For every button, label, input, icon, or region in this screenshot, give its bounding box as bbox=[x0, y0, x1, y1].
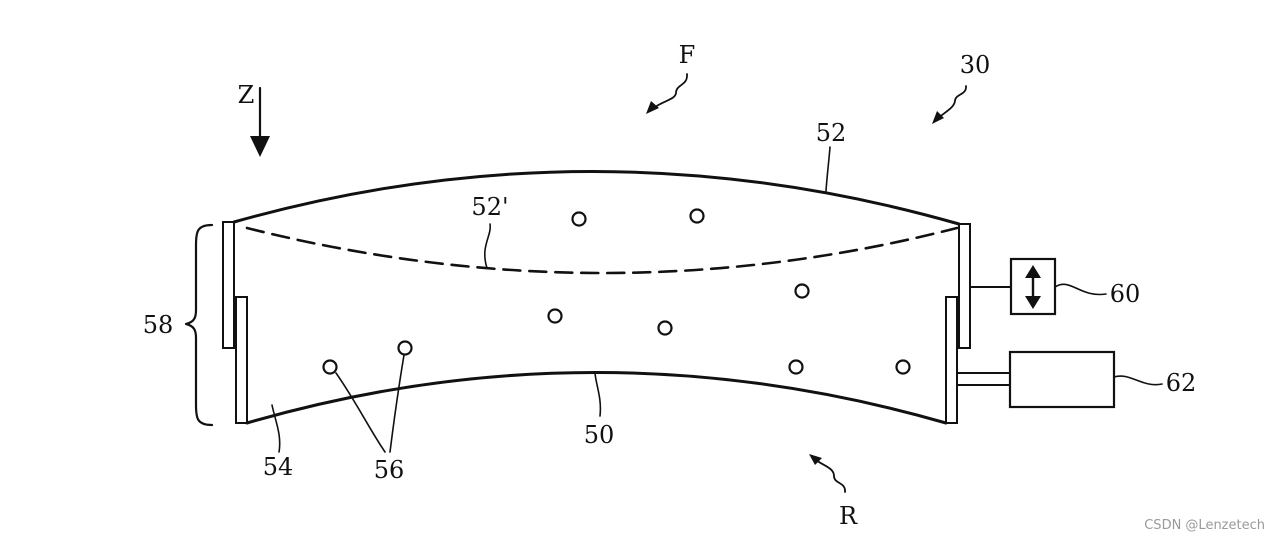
brace-58 bbox=[184, 223, 214, 427]
particle bbox=[571, 211, 587, 227]
label-62: 62 bbox=[1166, 369, 1197, 397]
front-reference-arrow bbox=[646, 73, 688, 114]
particle bbox=[397, 340, 413, 356]
leader-56a bbox=[335, 372, 386, 453]
label-30: 30 bbox=[960, 51, 991, 79]
leader-52 bbox=[825, 146, 831, 192]
top-wall-52 bbox=[232, 170, 961, 226]
right-end-plates bbox=[945, 223, 971, 424]
leader-60 bbox=[1054, 283, 1107, 296]
device-62 bbox=[956, 350, 1116, 409]
actuator-60 bbox=[969, 257, 1057, 316]
label-z: Z bbox=[238, 81, 255, 109]
particles bbox=[322, 208, 911, 375]
z-direction-arrow bbox=[250, 86, 270, 157]
label-54: 54 bbox=[263, 453, 294, 481]
particle bbox=[788, 359, 804, 375]
leader-lines bbox=[271, 146, 1163, 453]
leader-54 bbox=[271, 404, 281, 453]
particle bbox=[657, 320, 673, 336]
left-end-plates bbox=[222, 221, 248, 424]
leader-50 bbox=[594, 372, 602, 417]
label-58: 58 bbox=[143, 311, 174, 339]
leader-62 bbox=[1113, 375, 1163, 386]
dashed-wall-52-prime bbox=[245, 226, 959, 275]
label-50: 50 bbox=[584, 421, 615, 449]
leader-56b bbox=[389, 354, 405, 453]
label-52: 52 bbox=[816, 119, 847, 147]
reference-30-arrow bbox=[932, 85, 967, 124]
watermark: CSDN @Lenzetech bbox=[1144, 518, 1265, 533]
particle bbox=[895, 359, 911, 375]
particle bbox=[794, 283, 810, 299]
label-60: 60 bbox=[1110, 280, 1141, 308]
particle bbox=[322, 359, 338, 375]
label-56: 56 bbox=[374, 456, 405, 484]
label-f: F bbox=[679, 41, 696, 69]
particle bbox=[547, 308, 563, 324]
leader-52-prime bbox=[483, 223, 491, 269]
label-r: R bbox=[839, 502, 858, 530]
label-52-prime: 52' bbox=[471, 193, 508, 221]
bottom-wall-50 bbox=[245, 371, 948, 425]
rear-reference-arrow bbox=[809, 454, 846, 493]
particle bbox=[689, 208, 705, 224]
